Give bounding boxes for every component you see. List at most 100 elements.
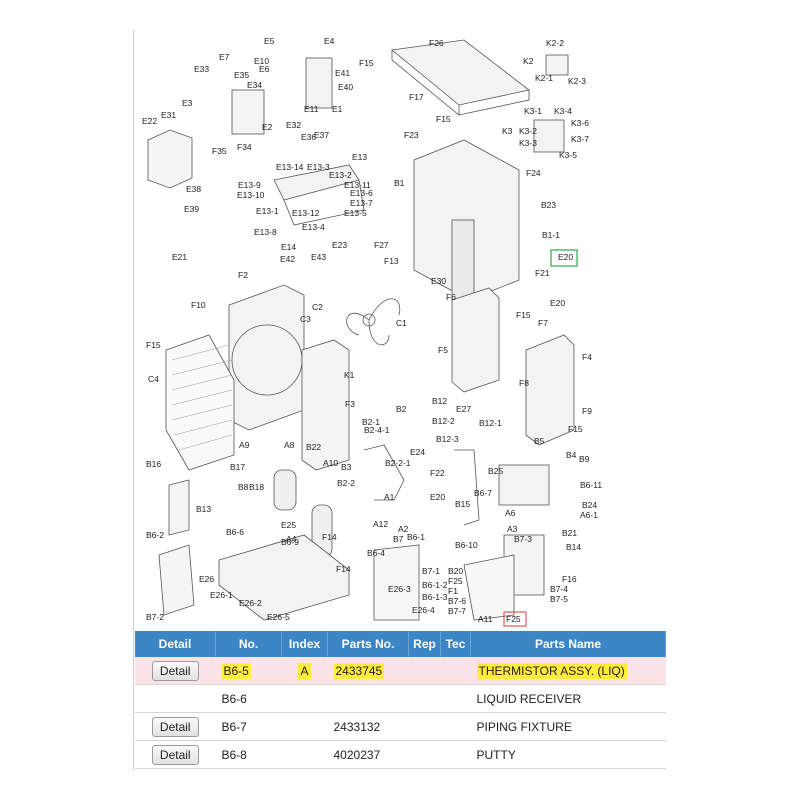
part-callout-label: B6-1-3 xyxy=(422,592,448,602)
part-index xyxy=(281,684,328,713)
part-callout-label: B2-4-1 xyxy=(364,425,390,435)
part-callout-label: E26-2 xyxy=(239,598,262,608)
part-callout-label: K3-2 xyxy=(519,126,537,136)
part-callout-label: C3 xyxy=(300,314,311,324)
part-callout-label: B7-3 xyxy=(514,534,532,544)
part-index xyxy=(281,712,328,741)
part-callout-label: E14 xyxy=(281,242,296,252)
part-callout-label: E24 xyxy=(410,447,425,457)
part-index: A xyxy=(298,662,311,679)
part-callout-label: E3 xyxy=(182,98,193,108)
part-callout-label: E13-7 xyxy=(350,198,373,208)
detail-button[interactable]: Detail xyxy=(151,744,199,765)
part-callout-label: K3-3 xyxy=(519,138,537,148)
part-callout-label: B7-6 xyxy=(448,596,466,606)
part-callout-label: E13-9 xyxy=(238,180,261,190)
col-index: Index xyxy=(281,631,328,657)
part-callout-label: E13-14 xyxy=(276,162,304,172)
part-callout-label: B9 xyxy=(579,454,590,464)
part-callout-label: A1 xyxy=(384,492,395,502)
part-callout-label: F16 xyxy=(562,574,577,584)
part-callout-label: B12-3 xyxy=(436,434,459,444)
part-callout-label: E20 xyxy=(550,298,565,308)
part-callout-label: B6-11 xyxy=(580,480,602,490)
detail-cell xyxy=(135,684,216,713)
table-row[interactable]: Detail B6-5 A 2433745 THERMISTOR ASSY. (… xyxy=(135,657,666,685)
part-callout-label: E2 xyxy=(262,122,273,132)
table-row[interactable]: Detail B6-7 2433132 PIPING FIXTURE xyxy=(135,712,666,741)
part-callout-label: E37 xyxy=(314,130,329,140)
table-row[interactable]: B6-6 LIQUID RECEIVER xyxy=(135,684,666,713)
detail-button[interactable]: Detail xyxy=(151,716,199,737)
part-callout-label: F23 xyxy=(404,130,419,140)
part-callout-label: E22 xyxy=(142,116,157,126)
part-callout-label: F15 xyxy=(568,424,583,434)
part-callout-label: A11 xyxy=(478,614,493,624)
part-callout-label: E13-6 xyxy=(350,188,373,198)
part-callout-label: C1 xyxy=(396,318,407,328)
part-callout-label: K2-2 xyxy=(546,38,564,48)
part-callout-label: E10 xyxy=(254,56,269,66)
parts-number xyxy=(327,684,409,713)
part-callout-label: K3-4 xyxy=(554,106,572,116)
part-callout-label: B12-2 xyxy=(432,416,455,426)
part-callout-label: B15 xyxy=(455,499,470,509)
part-callout-label: A3 xyxy=(507,524,518,534)
part-callout-label: E13-1 xyxy=(256,206,279,216)
part-callout-label: E23 xyxy=(332,240,347,250)
part-callout-label: A6-1 xyxy=(580,510,598,520)
col-no: No. xyxy=(215,631,282,657)
part-callout-label: E36 xyxy=(301,132,316,142)
part-callout-label: B17 xyxy=(230,462,245,472)
part-callout-label: E25 xyxy=(281,520,296,530)
part-callout-label: E13-11 xyxy=(344,180,371,190)
parts-number-cell: 2433745 xyxy=(327,657,409,685)
part-callout-label: E32 xyxy=(286,120,301,130)
part-callout-label: B6-1-2 xyxy=(422,580,448,590)
part-callout-label: B6-1 xyxy=(407,532,425,542)
table-row[interactable]: Detail B6-8 4020237 PUTTY xyxy=(135,740,666,769)
part-callout-label: C4 xyxy=(148,374,159,384)
rep-cell xyxy=(408,740,441,769)
part-callout-label: F6 xyxy=(446,292,456,302)
part-callout-label: A4 xyxy=(286,534,297,544)
part-callout-label: B2 xyxy=(396,404,407,414)
part-callout-label: B2-2-1 xyxy=(385,458,411,468)
part-callout-label: F34 xyxy=(237,142,252,152)
part-callout-label: A6 xyxy=(505,508,516,518)
part-callout-label: E26-4 xyxy=(412,605,435,615)
parts-name: THERMISTOR ASSY. (LIQ) xyxy=(476,662,627,679)
part-callout-label: F15 xyxy=(146,340,161,350)
part-callout-label: E43 xyxy=(311,252,326,262)
parts-table: Detail No. Index Parts No. Rep Tec Parts… xyxy=(135,631,666,769)
part-callout-label: E13-10 xyxy=(237,190,265,200)
tec-cell xyxy=(440,712,471,741)
index-cell: A xyxy=(281,657,328,685)
part-callout-label: F15 xyxy=(436,114,451,124)
part-callout-label: E31 xyxy=(161,110,176,120)
detail-button[interactable]: Detail xyxy=(151,660,199,681)
col-tec: Tec xyxy=(440,631,471,657)
part-callout-label: B12-1 xyxy=(479,418,502,428)
part-callout-label: E26-5 xyxy=(267,612,290,622)
part-callout-label: E41 xyxy=(335,68,350,78)
part-callout-label: F25 xyxy=(506,614,521,624)
diagram-drawing xyxy=(147,39,575,621)
part-callout-label: E13-4 xyxy=(302,222,325,232)
part-callout-label: F7 xyxy=(538,318,548,328)
part-callout-label: K1 xyxy=(344,370,355,380)
part-callout-label: F2 xyxy=(238,270,248,280)
col-parts-no: Parts No. xyxy=(327,631,409,657)
part-callout-label: F3 xyxy=(345,399,355,409)
part-callout-label: E35 xyxy=(234,70,249,80)
callout-b6-5-red xyxy=(503,611,527,627)
part-callout-label: E6 xyxy=(259,64,270,74)
tec-cell xyxy=(440,740,471,769)
detail-cell: Detail xyxy=(135,657,216,685)
part-callout-label: B3 xyxy=(341,462,352,472)
part-callout-label: F15 xyxy=(516,310,531,320)
part-callout-label: F13 xyxy=(384,256,399,266)
parts-name: PIPING FIXTURE xyxy=(470,712,666,741)
part-callout-label: K3-5 xyxy=(559,150,577,160)
part-callout-label: E13 xyxy=(352,152,367,162)
